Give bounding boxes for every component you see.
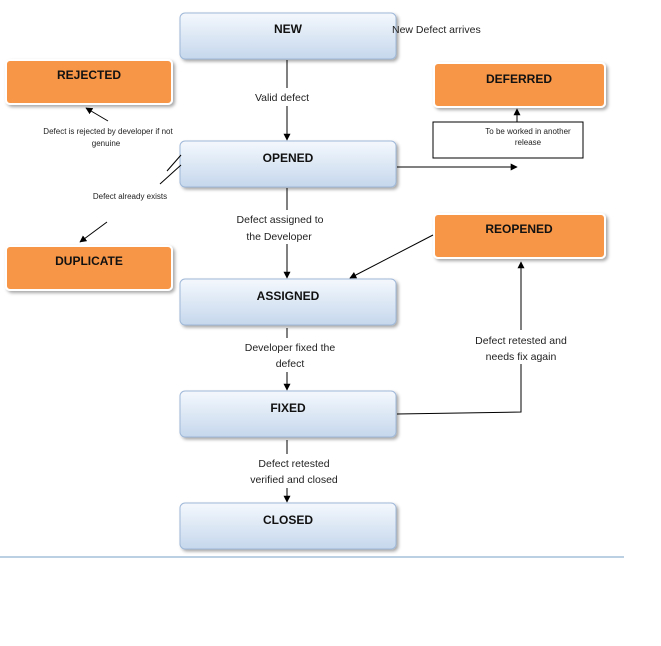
state-deferred-label: DEFERRED (486, 72, 552, 86)
edge-fixed-to-reopened (396, 261, 525, 415)
deferred-note-line2: release (515, 138, 542, 147)
label-fixed-line2: defect (276, 358, 305, 370)
label-reopened-line1: Defect retested and (475, 335, 567, 347)
state-reopened-label: REOPENED (485, 222, 553, 236)
label-fixed-line1: Developer fixed the (245, 342, 336, 354)
state-new: NEW (179, 12, 397, 60)
state-fixed: FIXED (179, 390, 397, 438)
state-reopened: REOPENED (433, 213, 606, 259)
state-new-label: NEW (274, 22, 303, 36)
state-closed-label: CLOSED (263, 513, 313, 527)
state-closed: CLOSED (179, 502, 397, 550)
label-closed-line2: verified and closed (250, 474, 338, 486)
label-assigned-line2: the Developer (246, 231, 312, 243)
state-assigned-label: ASSIGNED (257, 289, 320, 303)
label-reopened-line2: needs fix again (486, 351, 557, 363)
state-rejected: REJECTED (5, 59, 173, 105)
state-deferred: DEFERRED (433, 62, 606, 108)
edge-to-duplicate (79, 221, 108, 243)
edge-reopened-to-assigned (349, 234, 434, 279)
state-duplicate: DUPLICATE (5, 245, 173, 291)
deferred-note-line1: To be worked in another (485, 127, 571, 136)
edge-opened-to-rejected-stub (166, 154, 182, 172)
state-opened-label: OPENED (263, 151, 314, 165)
label-rejected-line2: genuine (92, 139, 121, 148)
state-duplicate-label: DUPLICATE (55, 254, 123, 268)
label-new-arrives: New Defect arrives (392, 24, 481, 36)
label-already-exists: Defect already exists (93, 192, 167, 201)
label-rejected-line1: Defect is rejected by developer if not (43, 127, 173, 136)
state-opened: OPENED (179, 140, 397, 188)
deferred-note-box (432, 121, 584, 159)
label-assigned-line1: Defect assigned to (237, 214, 324, 226)
state-assigned: ASSIGNED (179, 278, 397, 326)
edge-opened-to-duplicate-stub (159, 164, 182, 185)
state-rejected-label: REJECTED (57, 68, 121, 82)
label-closed-line1: Defect retested (258, 458, 329, 470)
state-fixed-label: FIXED (270, 401, 306, 415)
edge-to-rejected (85, 107, 109, 122)
label-valid-defect: Valid defect (255, 92, 309, 104)
